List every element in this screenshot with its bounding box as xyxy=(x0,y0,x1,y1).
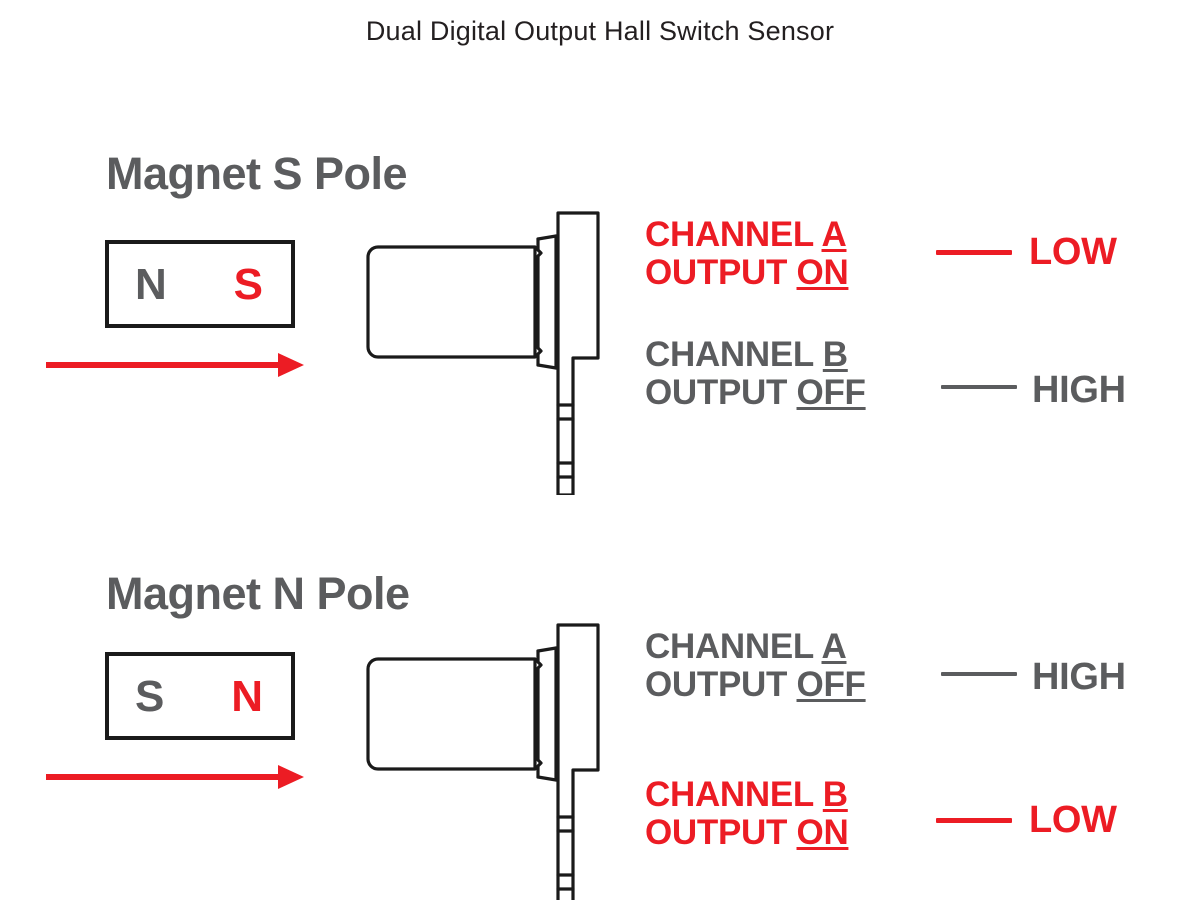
arrow-head-icon xyxy=(278,765,304,789)
sensor-flange xyxy=(556,623,600,900)
channel-a-line2-key: ON xyxy=(796,252,849,292)
page-title: Dual Digital Output Hall Switch Sensor xyxy=(365,16,835,46)
channel-a-line1-key: A xyxy=(821,627,847,666)
sensor-body xyxy=(366,657,537,771)
channel-a-level: HIGH xyxy=(1032,656,1126,698)
channel-b-line1-prefix: CHANNEL xyxy=(645,775,823,814)
channel-a-line2-prefix: OUTPUT xyxy=(645,252,797,292)
arrow-head-icon xyxy=(278,353,304,377)
channel-a-line1-prefix: CHANNEL xyxy=(645,215,822,254)
sensor-collar-left xyxy=(536,237,543,367)
section-heading-magnet-n-pole: Magnet N Pole xyxy=(106,568,410,619)
channel-b-level: HIGH xyxy=(1032,369,1126,411)
sensor-collar-left xyxy=(536,649,543,779)
channel-b-connector-dash xyxy=(936,818,1012,823)
channel-a-line2-key: OFF xyxy=(796,664,866,704)
section-heading-magnet-s-pole: Magnet S Pole xyxy=(106,148,408,199)
channel-a-line1-key: A xyxy=(821,215,847,254)
magnet-motion-arrow xyxy=(46,765,304,789)
arrow-shaft xyxy=(46,362,282,368)
channel-b-line2-key: OFF xyxy=(796,372,866,412)
channel-b-text: CHANNEL B OUTPUT OFF xyxy=(645,336,866,412)
channel-b-level: LOW xyxy=(1029,799,1117,841)
channel-a-text: CHANNEL A OUTPUT ON xyxy=(645,215,849,292)
channel-b-line1-key: B xyxy=(822,335,848,374)
magnet-pole-left: S xyxy=(135,672,165,721)
sensor-flange xyxy=(556,211,600,495)
hall-sensor-drawing xyxy=(360,205,610,495)
magnet-motion-arrow xyxy=(46,353,304,377)
channel-b-text: CHANNEL B OUTPUT ON xyxy=(645,775,849,852)
channel-a-line2-prefix: OUTPUT xyxy=(645,664,797,704)
magnet-pole-right: N xyxy=(231,672,263,721)
channel-b-connector-dash xyxy=(941,385,1017,389)
channel-b-line2-prefix: OUTPUT xyxy=(645,372,797,412)
sensor-body xyxy=(366,245,537,359)
magnet-pole-left: N xyxy=(135,260,167,309)
arrow-shaft xyxy=(46,774,282,780)
magnet-pole-right: S xyxy=(233,260,263,309)
channel-b-line1-key: B xyxy=(822,775,848,814)
channel-a-line1-prefix: CHANNEL xyxy=(645,627,822,666)
magnet-bar: N S xyxy=(105,240,295,328)
channel-b-line2-key: ON xyxy=(796,812,849,852)
channel-a-connector-dash xyxy=(941,672,1017,676)
channel-a-text: CHANNEL A OUTPUT OFF xyxy=(645,628,866,704)
channel-a-level: LOW xyxy=(1029,231,1117,273)
sensor-collar-bottom xyxy=(536,775,558,782)
magnet-bar: S N xyxy=(105,652,295,740)
sensor-collar-top xyxy=(536,234,558,241)
hall-sensor-drawing xyxy=(360,617,610,900)
channel-b-line2-prefix: OUTPUT xyxy=(645,812,797,852)
channel-b-line1-prefix: CHANNEL xyxy=(645,335,823,374)
sensor-collar-top xyxy=(536,646,558,653)
sensor-collar-bottom xyxy=(536,363,558,370)
channel-a-connector-dash xyxy=(936,250,1012,255)
